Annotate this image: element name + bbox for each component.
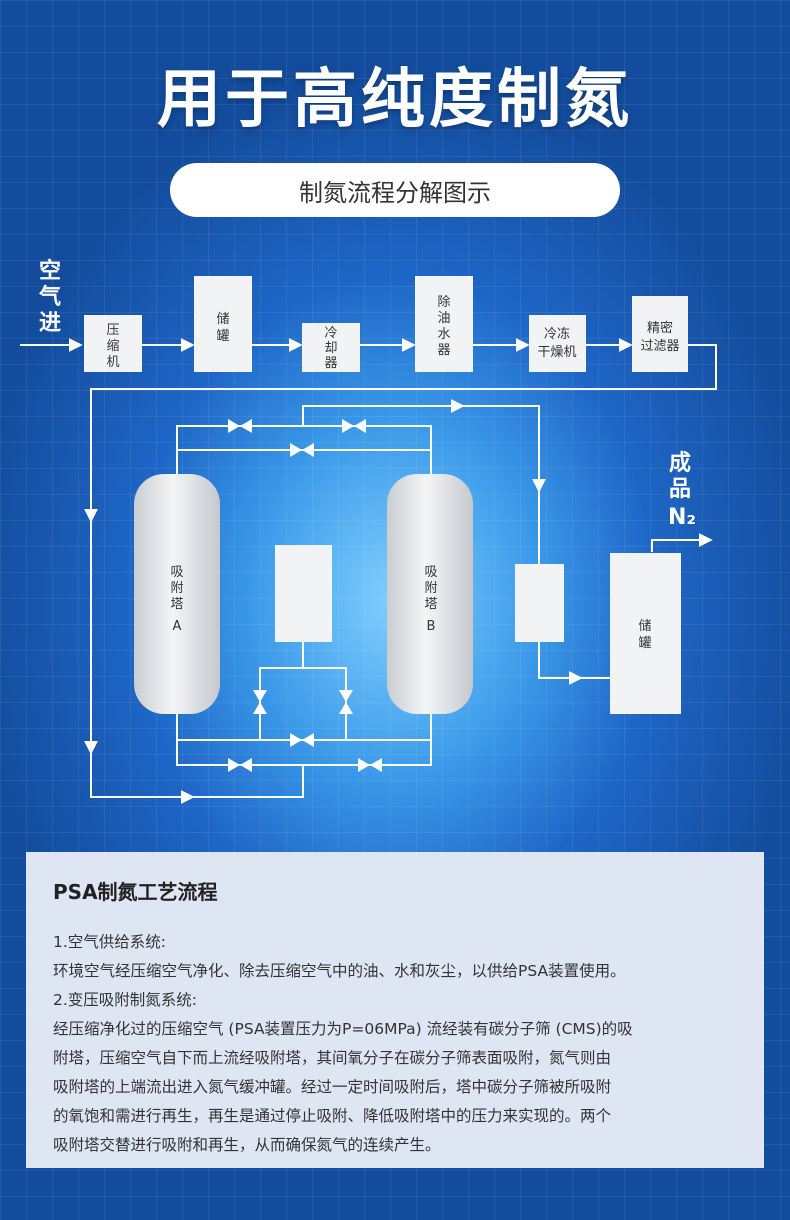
svg-text:气: 气 bbox=[38, 284, 61, 310]
buffer-box bbox=[515, 564, 564, 642]
section-2-line: 的氧饱和需进行再生，再生是通过停止吸附、降低吸附塔中的压力来实现的。两个 bbox=[53, 1107, 612, 1125]
product-label: 成 品 N₂ bbox=[668, 451, 696, 530]
compressor-box: 压 缩 机 bbox=[84, 315, 142, 372]
panel-title: PSA制氮工艺流程 bbox=[53, 880, 218, 904]
air-in-label: 空 气 进 bbox=[38, 258, 61, 336]
subtitle-pill: 制氮流程分解图示 bbox=[170, 163, 620, 217]
valves bbox=[228, 419, 382, 772]
svg-text:成: 成 bbox=[669, 451, 691, 476]
svg-text:B: B bbox=[427, 619, 436, 634]
section-2-line: 附塔，压缩空气自下而上流经吸附塔，其间氧分子在碳分子筛表面吸附，氮气则由 bbox=[53, 1049, 612, 1067]
adsorption-tower-a: 吸 附 塔 A bbox=[134, 474, 220, 714]
section-2-line: 吸附塔的上端流出进入氮气缓冲罐。经过一定时间吸附后，塔中碳分子筛被所吸附 bbox=[53, 1078, 612, 1096]
svg-text:N₂: N₂ bbox=[668, 505, 696, 530]
section-1-heading: 1.空气供给系统: bbox=[53, 933, 167, 951]
svg-text:储: 储 bbox=[638, 619, 651, 634]
panel-body: 1.空气供给系统: 环境空气经压缩空气净化、除去压缩空气中的油、水和灰尘，以供给… bbox=[53, 928, 753, 1160]
svg-text:过滤器: 过滤器 bbox=[640, 339, 679, 354]
storage-tank-1-box: 储 罐 bbox=[194, 276, 252, 372]
svg-text:压: 压 bbox=[106, 323, 119, 338]
svg-text:水: 水 bbox=[437, 327, 450, 342]
adsorption-tower-b: 吸 附 塔 B bbox=[387, 474, 473, 714]
oil-water-separator-box: 除 油 水 器 bbox=[415, 276, 473, 372]
precision-filter-box: 精密 过滤器 bbox=[632, 296, 688, 372]
air-intake-pipe bbox=[20, 338, 717, 755]
page-title: 用于高纯度制氮 bbox=[157, 63, 633, 137]
product-tank-box: 储 罐 bbox=[610, 553, 681, 714]
subtitle-text: 制氮流程分解图示 bbox=[299, 178, 491, 207]
section-1-text: 环境空气经压缩空气净化、除去压缩空气中的油、水和灰尘，以供给PSA装置使用。 bbox=[53, 962, 626, 980]
svg-text:器: 器 bbox=[437, 343, 450, 358]
svg-text:吸: 吸 bbox=[170, 565, 183, 580]
svg-text:冷: 冷 bbox=[324, 326, 337, 341]
svg-text:除: 除 bbox=[437, 295, 450, 310]
svg-text:却: 却 bbox=[324, 341, 337, 356]
svg-text:罐: 罐 bbox=[216, 329, 229, 344]
svg-text:空: 空 bbox=[39, 258, 61, 284]
svg-text:干燥机: 干燥机 bbox=[537, 345, 576, 360]
svg-text:附: 附 bbox=[170, 581, 183, 596]
center-unit-box bbox=[275, 545, 332, 642]
section-2-heading: 2.变压吸附制氮系统: bbox=[53, 991, 198, 1009]
svg-text:吸: 吸 bbox=[424, 565, 437, 580]
section-2-line: 吸附塔交替进行吸附和再生，从而确保氮气的连续产生。 bbox=[53, 1136, 441, 1154]
svg-text:油: 油 bbox=[437, 311, 450, 326]
svg-text:进: 进 bbox=[39, 311, 61, 336]
svg-text:罐: 罐 bbox=[638, 636, 651, 651]
refrigerated-dryer-box: 冷冻 干燥机 bbox=[529, 315, 586, 372]
section-2-line: 经压缩净化过的压缩空气 (PSA装置压力为P=06MPa) 流经装有碳分子筛 (… bbox=[53, 1020, 633, 1038]
svg-text:机: 机 bbox=[106, 355, 119, 370]
svg-text:品: 品 bbox=[669, 477, 691, 502]
svg-text:附: 附 bbox=[424, 581, 437, 596]
svg-text:储: 储 bbox=[216, 312, 229, 327]
svg-text:冷冻: 冷冻 bbox=[544, 326, 570, 342]
svg-text:A: A bbox=[173, 619, 182, 634]
svg-text:精密: 精密 bbox=[647, 320, 673, 336]
svg-text:缩: 缩 bbox=[106, 338, 119, 354]
svg-text:器: 器 bbox=[324, 356, 337, 371]
svg-text:塔: 塔 bbox=[424, 597, 437, 612]
description-panel: PSA制氮工艺流程 1.空气供给系统: 环境空气经压缩空气净化、除去压缩空气中的… bbox=[26, 852, 764, 1168]
svg-text:塔: 塔 bbox=[170, 597, 183, 612]
cooler-box: 冷 却 器 bbox=[302, 323, 360, 372]
